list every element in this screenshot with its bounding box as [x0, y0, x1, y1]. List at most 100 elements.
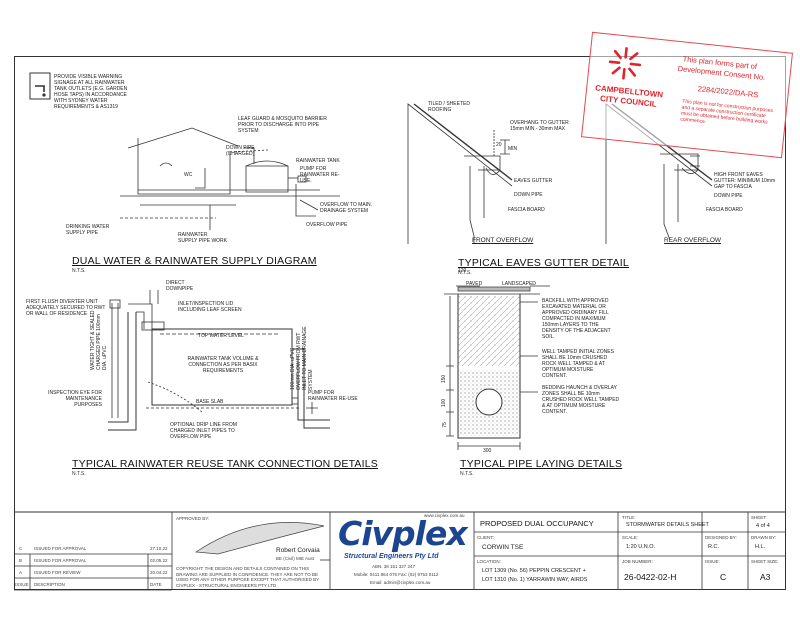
project-name: PROPOSED DUAL OCCUPANCY [480, 519, 594, 528]
gutter-detail-title: TYPICAL EAVES GUTTER DETAIL [458, 257, 629, 269]
bedding-label: BEDDING HAUNCH & OVERLAY ZONES SHALL BE … [542, 385, 620, 415]
sheet-value: 4 of 4 [756, 523, 770, 529]
issue-row-a-desc: ISSUED FOR REVIEW [34, 570, 81, 575]
water-tight-pipe-label: WATER TIGHT & SEALED CHARGED PIPE 100mm … [90, 310, 108, 370]
overflow-main-label: OVERFLOW TO MAIN. DRAINAGE SYSTEM [320, 202, 373, 214]
designed-by-label: DESIGNED BY: [705, 535, 737, 540]
pipe-dim-120: 120 [458, 268, 467, 274]
rear-overflow-label: REAR OVERFLOW [664, 237, 722, 244]
front-fascia-label: FASCIA BOARD [508, 207, 545, 213]
contact-mobile: Mobile: 0411 864 076 Fax: (02) 9753 0112 [354, 572, 439, 577]
tank-volume-label: RAINWATER TANK VOLUME & CONNECTION AS PE… [187, 356, 259, 374]
issue-row-b-desc: ISSUED FOR APPROVAL [34, 558, 87, 563]
wc-label: WC [184, 172, 193, 178]
copyright-note: COPYRIGHT: THE DESIGN AND DETAILS CONTAI… [176, 566, 320, 588]
base-slab-label: BASE SLAB [196, 399, 224, 405]
issue-value: C [720, 572, 727, 582]
paved-label: PAVED [466, 281, 483, 287]
down-pipe-label: DOWN PIPE (CHARGED) [226, 145, 255, 157]
inlet-lid-label: INLET/INSPECTION LID INCLUDING LEAF SCRE… [178, 301, 242, 313]
title-label: TITLE: [622, 515, 636, 520]
job-number-value: 26-0422-02-H [624, 572, 677, 582]
date-header: DATE [150, 582, 162, 587]
pipe-detail-title: TYPICAL PIPE LAYING DETAILS [460, 458, 623, 470]
council-consent-stamp: This plan forms part of Development Cons… [581, 31, 793, 159]
drawing-sheet-frame [14, 56, 786, 590]
roofing-label: TILED / SHEETED ROOFING [428, 101, 470, 113]
sheet-size-label: SHEET SIZE: [751, 559, 779, 564]
front-down-pipe-label: DOWN PIPE [514, 192, 543, 198]
location-line-1: LOT 1309 (No. 56) PEPPIN CRESCENT + [482, 568, 586, 574]
landscaped-label: LANDSCAPED [502, 281, 536, 287]
drawn-by-label: DRAWN BY: [751, 535, 777, 540]
overhang-label: OVERHANG TO GUTTER 15mm MIN - 30mm MAX [510, 120, 569, 132]
issue-label: ISSUE: [705, 559, 720, 564]
drawn-by-value: H.L. [755, 544, 766, 550]
issue-row-c-letter: C [19, 546, 23, 551]
issue-row-b-date: 02.05.22 [150, 558, 168, 563]
pipe-dim-150: 150 [441, 374, 448, 384]
tank-pump-label: PUMP FOR RAINWATER RE-USE [308, 390, 358, 402]
council-emblem-icon [608, 47, 642, 80]
engineer-quals: BE (Civil) MIE Aust [276, 556, 315, 561]
description-header: DESCRIPTION [34, 582, 65, 587]
overflow-pipe-label: OVERFLOW PIPE [306, 222, 348, 228]
overflow-side-label: 100mm DIA. uPVC OVERFLOW FROM RWT INLET … [290, 326, 314, 390]
rear-down-pipe-label: DOWN PIPE [714, 193, 743, 199]
location-label: LOCATION: [477, 559, 501, 564]
tank-nts: N.T.S. [72, 471, 86, 477]
warning-signage-note: PROVIDE VISIBLE WARNING SIGNAGE AT ALL R… [54, 74, 128, 110]
issue-row-c-desc: ISSUED FOR APPROVAL [34, 546, 87, 551]
top-water-level-label: TOP WATER LEVEL [198, 333, 244, 339]
designed-by-value: R.C. [708, 544, 719, 550]
engineer-signature [194, 522, 325, 555]
issue-row-a-letter: A [19, 570, 23, 575]
job-number-label: JOB NUMBER: [622, 559, 653, 564]
gutter-dim-min: MIN [508, 146, 518, 152]
supply-diagram-title: DUAL WATER & RAINWATER SUPPLY DIAGRAM [72, 255, 317, 267]
website: www.civplex.com.au [424, 513, 465, 518]
front-overflow-label: FRONT OVERFLOW [472, 237, 534, 244]
gutter-nts: N.T.S. [458, 270, 472, 276]
supply-pipe-label: RAINWATER SUPPLY PIPE WORK [178, 232, 227, 244]
supply-nts: N.T.S. [72, 268, 86, 274]
warning-sign-icon [29, 72, 51, 100]
sheet-size-value: A3 [760, 572, 771, 582]
first-flush-label: FIRST FLUSH DIVERTER UNIT ADEQUATELY SEC… [26, 299, 106, 317]
leaf-guard-label: LEAF GUARD & MOSQUITO BARRIER PRIOR TO D… [238, 116, 327, 134]
eaves-gutter-label: EAVES GUTTER [514, 178, 553, 184]
issue-row-b-letter: B [19, 558, 23, 563]
location-line-2: LOT 1310 (No. 1) YARRAWIN WAY, AIRDS [482, 577, 588, 583]
pipe-dim-300: 300 [483, 448, 492, 454]
pump-label: PUMP FOR RAINWATER RE-USE. [300, 166, 340, 184]
pipe-nts: N.T.S. [460, 471, 474, 477]
drip-line-label: OPTIONAL DRIP LINE FROM CHARGED INLET PI… [170, 422, 237, 440]
issue-header: ISSUE [15, 582, 29, 587]
high-front-label: HIGH FRONT EAVES GUTTER: MINIMUM 10mm GA… [714, 172, 776, 190]
issue-row-a-date: 20.04.22 [150, 570, 168, 575]
issue-row-c-date: 27.10.22 [150, 546, 168, 551]
logo-wordmark: Civplex [338, 514, 468, 553]
pipe-dim-75: 75 [441, 422, 448, 428]
client-label: CLIENT: [477, 535, 494, 540]
engineer-name: Robert Corvaia [276, 547, 320, 554]
logo-subtitle: Structural Engineers Pty Ltd [344, 553, 439, 560]
pipe-dim-100: 100 [441, 398, 448, 408]
title-value: STORMWATER DETAILS SHEET [626, 522, 709, 528]
tank-detail-title: TYPICAL RAINWATER REUSE TANK CONNECTION … [72, 458, 378, 470]
scale-label: SCALE: [622, 535, 639, 540]
stamp-number: 2284/2022/DA-RS [697, 84, 759, 100]
rear-fascia-label: FASCIA BOARD [706, 207, 743, 213]
scale-value: 1:20 U.N.O. [626, 544, 656, 550]
contact-email: Email: admin@civplex.com.au [370, 580, 431, 585]
inspection-eye-label: INSPECTION EYE FOR MAINTENANCE PURPOSES [48, 390, 102, 408]
client-value: CORWIN TSE [482, 544, 524, 551]
sheet-label: SHEET: [751, 515, 767, 520]
abn: ABN: 38 151 327 247 [372, 564, 416, 569]
stamp-note: This plan is not for construction purpos… [680, 98, 774, 126]
gutter-dim-20: 20 [496, 142, 502, 148]
backfill-label: BACKFILL WITH APPROVED EXCAVATED MATERIA… [542, 298, 611, 340]
approved-by-label: APPROVED BY: [176, 516, 210, 521]
direct-downpipe-label: DIRECT DOWNPIPE [166, 280, 194, 292]
